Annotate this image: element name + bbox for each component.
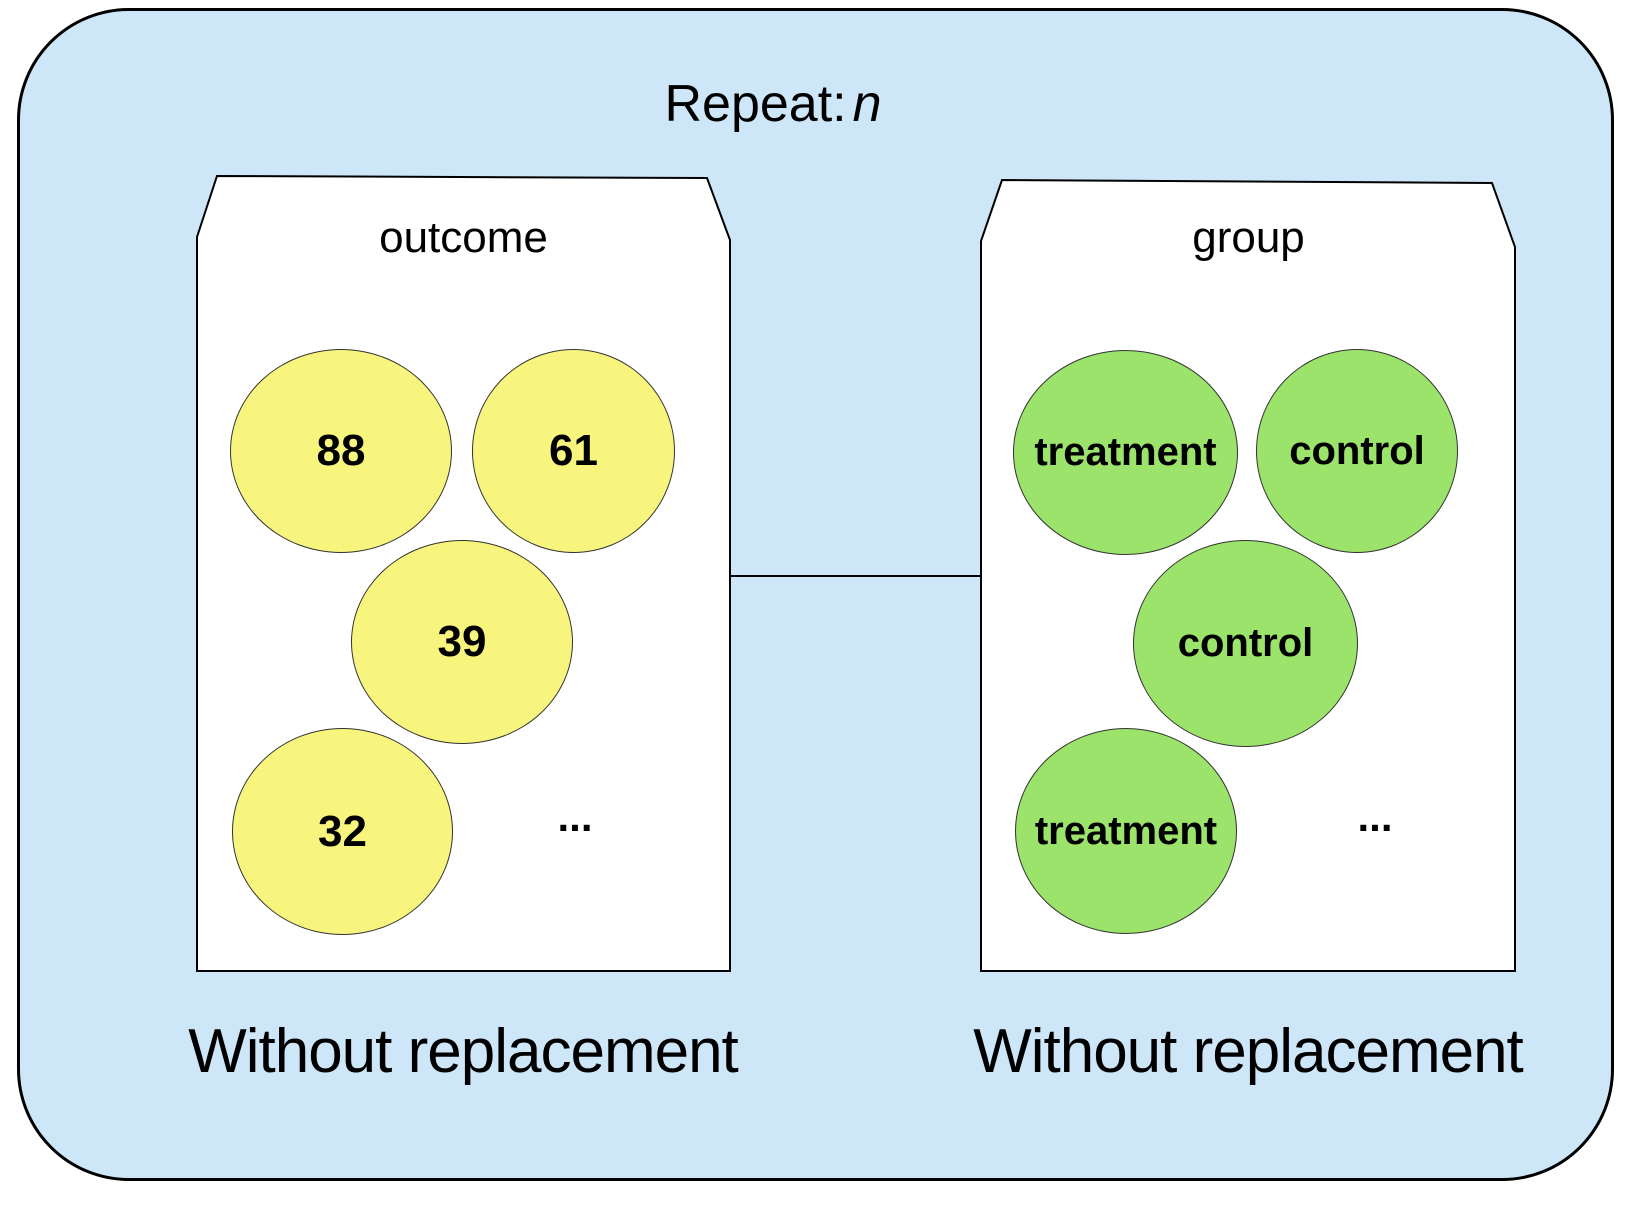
outcome-ball-2: 61 — [472, 349, 675, 553]
group-ball-2-value: control — [1289, 428, 1425, 473]
outcome-ball-1-value: 88 — [316, 426, 366, 475]
repeat-title-text: Repeat: — [664, 75, 847, 133]
repeat-title: Repeat:n — [473, 75, 1073, 133]
group-ball-2: control — [1256, 349, 1458, 553]
group-bag-label: group — [1192, 213, 1305, 262]
bag-connector-line — [728, 575, 983, 577]
outcome-ball-1: 88 — [230, 349, 452, 553]
group-ball-4: treatment — [1015, 728, 1237, 934]
outcome-ellipsis: ... — [557, 793, 593, 840]
repeat-count-variable: n — [852, 75, 882, 133]
group-ball-1: treatment — [1013, 350, 1238, 555]
group-ball-3-value: control — [1177, 621, 1314, 665]
group-ball-1-value: treatment — [1034, 430, 1217, 474]
outcome-ball-4-value: 32 — [318, 806, 367, 856]
outcome-bag-label: outcome — [379, 213, 548, 262]
group-ellipsis: ... — [1357, 793, 1393, 840]
outcome-ball-3: 39 — [351, 540, 573, 744]
group-caption: Without replacement — [973, 1017, 1524, 1086]
group-ball-4-value: treatment — [1034, 808, 1218, 853]
outcome-ball-3-value: 39 — [437, 617, 487, 666]
outcome-ball-4: 32 — [232, 728, 453, 935]
outcome-caption: Without replacement — [188, 1017, 739, 1086]
group-ball-3: control — [1133, 540, 1358, 747]
outcome-ball-2-value: 61 — [549, 426, 598, 475]
